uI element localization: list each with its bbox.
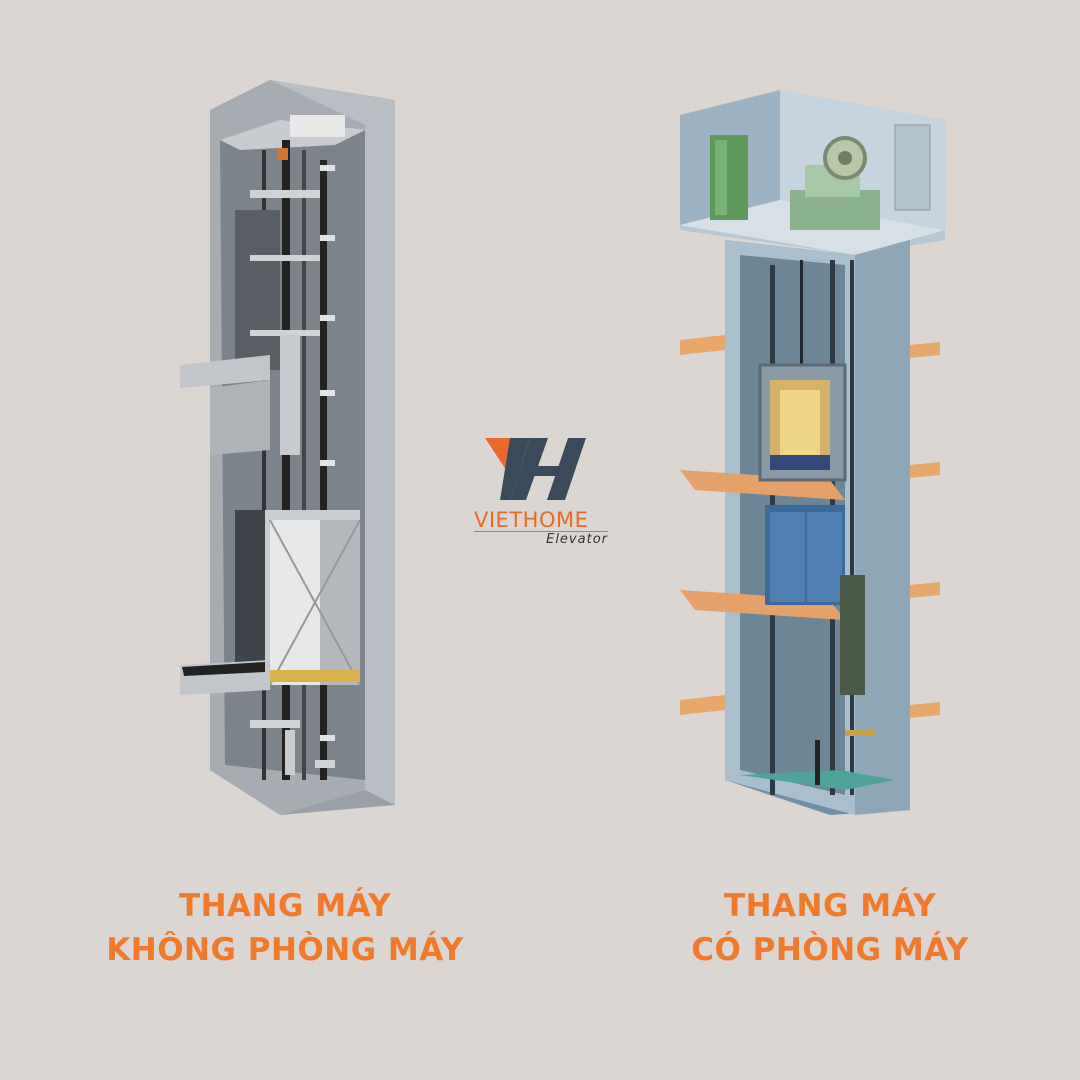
left-caption-line2: KHÔNG PHÒNG MÁY — [106, 932, 464, 968]
logo-brand-name: VIETHOME — [474, 508, 589, 532]
left-caption-line1: THANG MÁY — [178, 888, 392, 924]
mrl-elevator-illustration — [180, 80, 395, 815]
viethome-logo — [485, 438, 586, 500]
machine-room-elevator-illustration — [680, 90, 945, 815]
left-caption: THANG MÁY KHÔNG PHÒNG MÁY — [85, 884, 485, 972]
right-caption-line1: THANG MÁY — [723, 888, 937, 924]
logo-subtitle: Elevator — [546, 532, 608, 547]
logo-divider — [474, 531, 608, 532]
right-caption-line2: CÓ PHÒNG MÁY — [691, 932, 969, 968]
right-caption: THANG MÁY CÓ PHÒNG MÁY — [630, 884, 1030, 972]
